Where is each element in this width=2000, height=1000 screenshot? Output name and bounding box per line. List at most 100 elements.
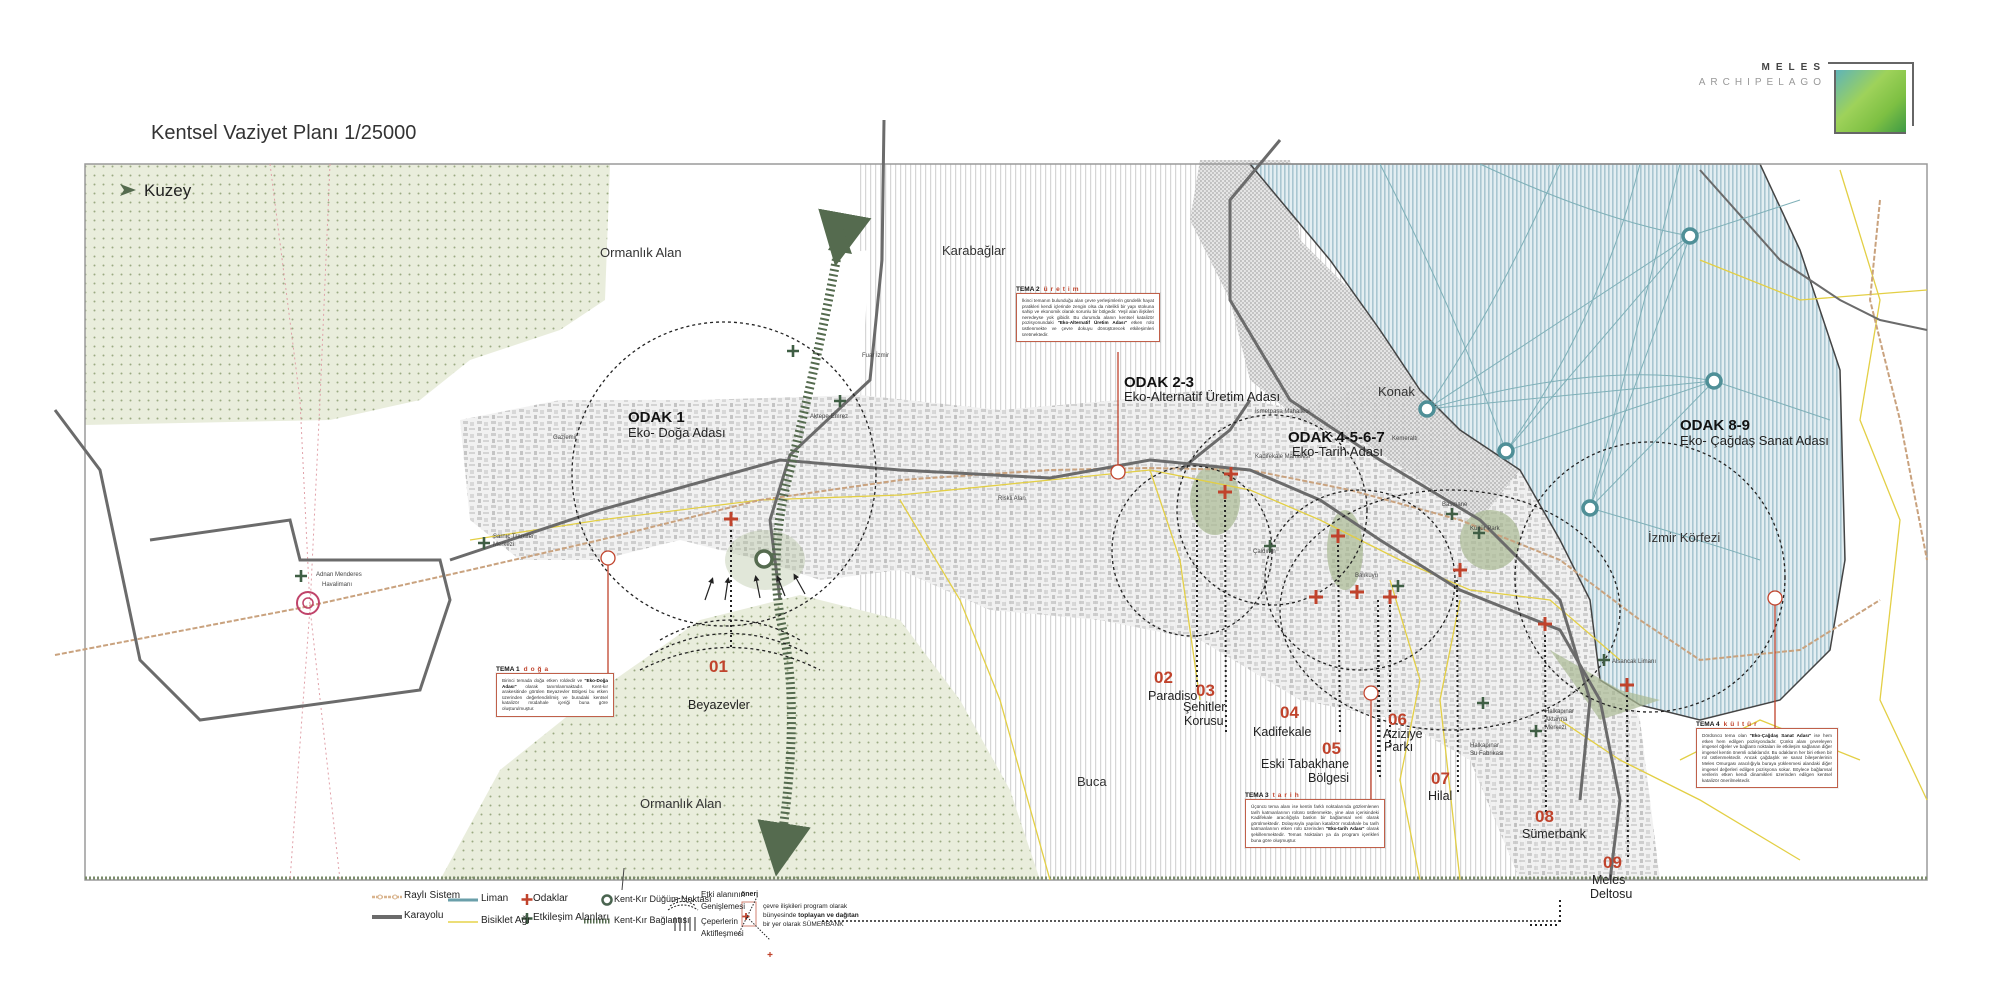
- site-06-number: 06: [1388, 710, 1407, 729]
- theme-3-text: Üçüncü tema alanı ise kentin farklı nokt…: [1251, 804, 1379, 832]
- legend-focus-label: Odaklar: [533, 893, 569, 904]
- svg-text:Su Fabrikası: Su Fabrikası: [1470, 751, 1504, 757]
- site-09-name-1: Meles: [1592, 873, 1625, 887]
- legend-proposal-line-3: bir yer olarak SÜMERBANK: [763, 921, 844, 928]
- theme-4-text: Dördüncü tema olan: [1702, 733, 1750, 738]
- node-points: [754, 227, 1723, 569]
- site-09-number: 09: [1603, 853, 1622, 872]
- svg-text:Fuar İzmir: Fuar İzmir: [862, 352, 889, 359]
- site-03-number: 03: [1196, 681, 1215, 700]
- theme-1-bold: "Eko-Doğa Adası": [502, 678, 608, 689]
- svg-text:Gaziemir: Gaziemir: [553, 435, 577, 441]
- site-01-number: 01: [709, 657, 728, 676]
- node-point: [1497, 442, 1515, 460]
- site-07-name: Hilal: [1428, 789, 1452, 803]
- place-labels: Fuar İzmir Aktepe-Emrez Gaziemir Sarnıç …: [316, 352, 1656, 757]
- site-06-name-1: Aziziye: [1383, 727, 1423, 741]
- odak-1-subtitle: Eko- Doğa Adası: [628, 425, 726, 440]
- brand-emblem-icon: [1824, 62, 1914, 134]
- site-05-name-1: Eski Tabakhane: [1261, 757, 1349, 771]
- svg-text:Halkapınar: Halkapınar: [1470, 743, 1499, 749]
- svg-text:Basmane: Basmane: [1442, 502, 1468, 508]
- theme-4-bold: "Eko-Çağdaş Sanat Adası": [1749, 733, 1812, 738]
- focus-crosses: [724, 467, 1634, 692]
- north-label: Kuzey: [144, 181, 192, 200]
- rail-system: [54, 163, 1928, 881]
- svg-text:Sarnıç Transfer: Sarnıç Transfer: [493, 534, 534, 540]
- legend-expansion-icon: [667, 897, 699, 911]
- odak-4-7-subtitle: Eko-Tarih Adası: [1292, 444, 1383, 459]
- site-09-name-2: Deltosu: [1590, 887, 1632, 901]
- label-karabaglar: Karabağlar: [942, 243, 1006, 258]
- theme-2-bold: "Eko-Alternatif Üretim Adası": [1057, 320, 1128, 326]
- site-05-name-2: Bölgesi: [1308, 771, 1349, 785]
- site-leader-lines: [730, 480, 1629, 926]
- legend-expansion-label-1: Etki alanının: [701, 890, 746, 899]
- legend-proposal-line-2a: bünyesinde: [763, 912, 799, 919]
- airport-marker: [296, 591, 320, 615]
- svg-text:Merkezi: Merkezi: [1545, 725, 1566, 731]
- site-08-number: 08: [1535, 807, 1554, 826]
- odak-4-7-title: ODAK 4-5-6-7: [1288, 429, 1385, 446]
- odak-2-3-title: ODAK 2-3: [1124, 374, 1194, 391]
- legend-interaction-label: Etkileşim Alanları: [533, 912, 610, 923]
- odak-8-9-subtitle: Eko- Çağdaş Sanat Adası: [1680, 433, 1829, 448]
- theme-4-text-end: ise hem etken hem edilgen pozisyondadır.…: [1702, 733, 1832, 783]
- site-07-number: 07: [1431, 769, 1450, 788]
- site-05-number: 05: [1322, 739, 1341, 758]
- legend-proposal-line-2: bünyesinde toplayan ve dağıtan: [763, 912, 859, 919]
- odak-2-3-subtitle: Eko-Alternatif Üretim Adası: [1124, 389, 1280, 404]
- svg-text:Çaldıran: Çaldıran: [1253, 549, 1276, 555]
- legend-edges-label-1: Çeperlerin: [701, 917, 738, 926]
- node-point: [1705, 372, 1723, 390]
- site-02-number: 02: [1154, 668, 1173, 687]
- legend-symbols: [372, 867, 1560, 957]
- theme-2-label: TEMA 2: [1016, 286, 1040, 293]
- edge-activation-arrows: [704, 573, 806, 601]
- odak-8-9-title: ODAK 8-9: [1680, 417, 1750, 434]
- interaction-crosses: [295, 345, 1610, 737]
- svg-text:Havalimanı: Havalimanı: [322, 582, 352, 588]
- svg-text:Balıkuyu: Balıkuyu: [1355, 573, 1378, 579]
- node-point: [1681, 227, 1699, 245]
- influence-areas: [571, 321, 1786, 731]
- city-countryside-link: [757, 208, 872, 877]
- site-labels: 01 Beyazevler 02 Paradiso 03 Şehitler Ko…: [688, 657, 1632, 901]
- north-arrow-icon: [120, 184, 136, 196]
- site-03-name-1: Şehitler: [1183, 700, 1225, 714]
- svg-text:Adnan Menderes: Adnan Menderes: [316, 572, 362, 578]
- legend-proposal-line-2b: toplayan ve dağıtan: [798, 912, 859, 919]
- svg-text:Halkapınar: Halkapınar: [1545, 709, 1574, 715]
- theme-1-label: TEMA 1: [496, 666, 520, 673]
- legend-focus-icon: [521, 894, 533, 905]
- odak-1-title: ODAK 1: [628, 409, 685, 426]
- konak-district: [1190, 160, 1520, 520]
- page-title: Kentsel Vaziyet Planı 1/25000: [151, 122, 416, 144]
- svg-text:Merkezi: Merkezi: [493, 542, 514, 548]
- svg-text:Aktarma: Aktarma: [1545, 717, 1568, 723]
- theme-2-keyword: üretim: [1043, 286, 1082, 293]
- legend-expansion-label-2: Genişlemesi: [701, 902, 746, 911]
- theme-4-label: TEMA 4: [1696, 721, 1720, 728]
- legend-interaction-icon: [521, 913, 533, 924]
- theme-4-keyword: kültür: [1723, 721, 1760, 728]
- legend-proposal-title: öneri: [741, 891, 759, 898]
- site-03-name-2: Korusu: [1184, 714, 1224, 728]
- svg-text:Kültür Park: Kültür Park: [1470, 526, 1501, 532]
- legend-node-label: Kent-Kır Düğüm Noktası: [614, 894, 712, 904]
- legend-rail-label: Raylı Sistem: [404, 890, 461, 901]
- label-izmir-bay: İzmir Körfezi: [1648, 530, 1720, 545]
- site-04-name: Kadifekale: [1253, 725, 1311, 739]
- link-arrowhead-bottom: [768, 842, 794, 866]
- theme-3-keyword: tarih: [1272, 792, 1302, 799]
- svg-text:Kemeraltı: Kemeraltı: [1392, 436, 1418, 442]
- label-konak: Konak: [1378, 384, 1415, 399]
- node-point-odak1: [754, 549, 774, 569]
- label-buca: Buca: [1077, 774, 1107, 789]
- legend-proposal-icon: [737, 894, 773, 957]
- legend-port-label: Liman: [481, 893, 509, 904]
